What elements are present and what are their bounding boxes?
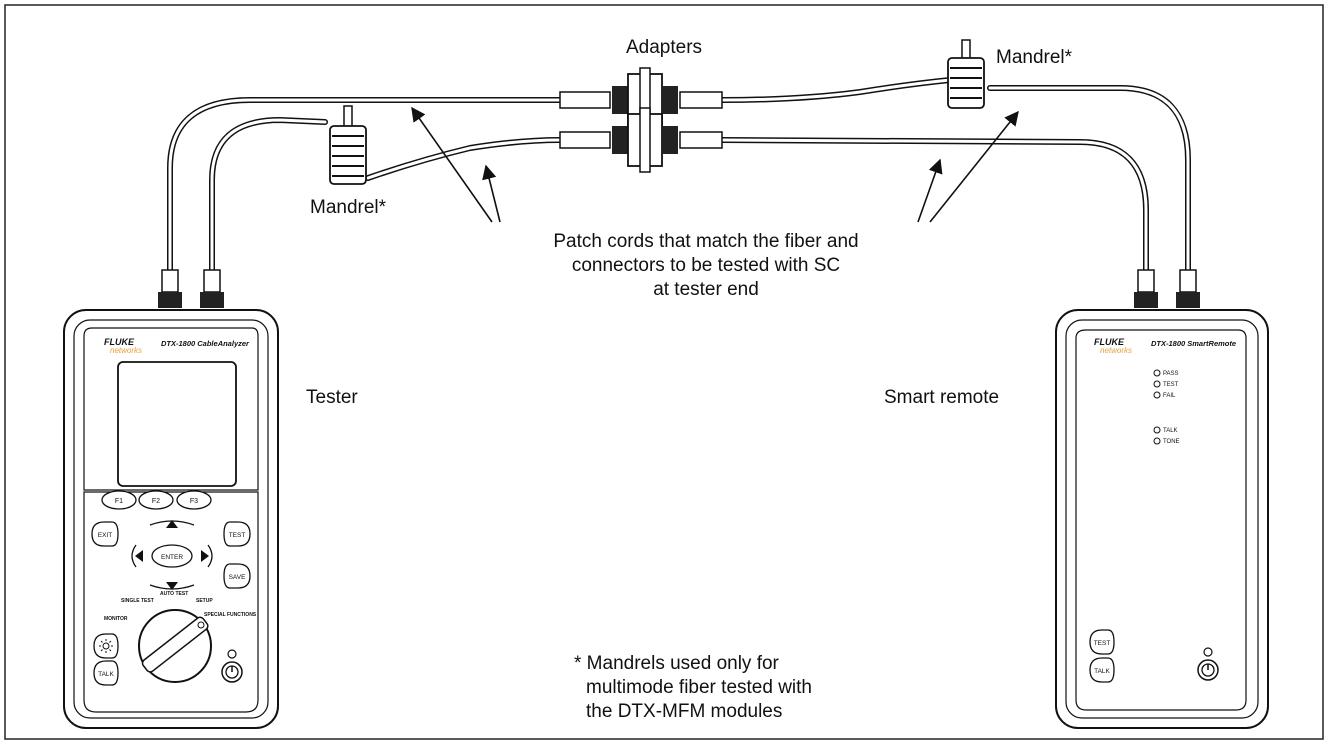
remote-connectors xyxy=(1134,269,1200,308)
save-key-label: SAVE xyxy=(229,574,247,581)
led-tone: TONE xyxy=(1153,437,1180,445)
patch-cords-caption: Patch cords that match the fiber and con… xyxy=(506,230,906,302)
tester-talk-key[interactable]: TALK xyxy=(93,660,119,686)
footnote-line-2: multimode fiber tested with xyxy=(586,677,812,698)
led-talk-label: TALK xyxy=(1163,428,1178,434)
dial-single-test-label: SINGLE TEST xyxy=(121,598,154,604)
f1-key-label: F1 xyxy=(115,498,123,505)
tester-connectors xyxy=(158,269,224,308)
pointer-arrows xyxy=(411,106,1019,223)
remote-device: FLUKE networks DTX-1800 SmartRemote PASS… xyxy=(1055,309,1269,729)
led-test: TEST xyxy=(1153,380,1179,388)
tester-brand: FLUKE xyxy=(104,337,135,347)
f2-key[interactable]: F2 xyxy=(138,490,174,510)
remote-brand: FLUKE xyxy=(1094,337,1125,347)
arrow-down-icon[interactable] xyxy=(166,582,178,590)
tester-label: Tester xyxy=(306,387,358,408)
arrow-right-icon[interactable] xyxy=(201,550,209,562)
patch-cords-line-3: at tester end xyxy=(653,279,759,300)
mandrel-left xyxy=(329,105,367,185)
exit-key-label: EXIT xyxy=(98,532,112,539)
remote-model: DTX-1800 SmartRemote xyxy=(1151,339,1236,348)
tester-power-led xyxy=(227,649,237,659)
adapter-bottom xyxy=(559,107,723,173)
f3-key[interactable]: F3 xyxy=(176,490,212,510)
fiber-cables xyxy=(167,77,1191,295)
rotary-dial[interactable] xyxy=(138,609,212,683)
remote-test-key[interactable]: TEST xyxy=(1089,629,1115,655)
footnote-line-1: * Mandrels used only for xyxy=(574,653,779,674)
arrow-up-icon[interactable] xyxy=(166,520,178,528)
enter-key[interactable]: ENTER xyxy=(151,544,193,568)
remote-power-button[interactable] xyxy=(1197,659,1219,681)
led-talk: TALK xyxy=(1153,426,1178,434)
dial-special-functions-label: SPECIAL FUNCTIONS xyxy=(204,612,257,618)
dial-monitor-label: MONITOR xyxy=(104,616,128,622)
exit-key[interactable]: EXIT xyxy=(91,521,119,547)
mandrel-right-label: Mandrel* xyxy=(996,47,1073,68)
led-test-label: TEST xyxy=(1163,382,1179,388)
save-key[interactable]: SAVE xyxy=(223,563,251,589)
footnote: * Mandrels used only for multimode fiber… xyxy=(574,652,812,724)
arrow-to-top-left-cord xyxy=(411,106,493,223)
tester-test-key[interactable]: TEST xyxy=(223,521,251,547)
adapters-label: Adapters xyxy=(626,37,703,58)
arrow-to-bottom-right-cord xyxy=(917,158,943,223)
remote-talk-key-label: TALK xyxy=(1094,668,1110,675)
arrow-left-icon[interactable] xyxy=(135,550,143,562)
patch-cords-line-1: Patch cords that match the fiber and xyxy=(553,231,859,252)
arrow-to-bottom-left-cord xyxy=(482,164,501,223)
f3-key-label: F3 xyxy=(190,498,198,505)
remote-power-led xyxy=(1203,647,1213,657)
arrow-to-top-right-cord xyxy=(929,110,1019,223)
tester-power-button[interactable] xyxy=(221,661,243,683)
backlight-sun-icon xyxy=(99,639,113,653)
patch-cords-line-2: connectors to be tested with SC xyxy=(571,255,841,276)
backlight-key[interactable] xyxy=(93,633,119,659)
tester-device: FLUKE networks DTX-1800 CableAnalyzer F1… xyxy=(63,309,279,729)
led-fail: FAIL xyxy=(1153,391,1176,399)
remote-brand-sub: networks xyxy=(1100,346,1132,355)
f1-key[interactable]: F1 xyxy=(101,490,137,510)
f2-key-label: F2 xyxy=(152,498,160,505)
led-fail-label: FAIL xyxy=(1163,393,1176,399)
tester-brand-sub: networks xyxy=(110,346,142,355)
smart-remote-label: Smart remote xyxy=(884,387,1000,408)
dial-setup-label: SETUP xyxy=(196,598,213,604)
mandrel-right xyxy=(947,39,985,109)
footnote-line-3: the DTX-MFM modules xyxy=(586,701,783,722)
tester-test-key-label: TEST xyxy=(229,532,246,539)
remote-talk-key[interactable]: TALK xyxy=(1089,657,1115,683)
led-pass-label: PASS xyxy=(1163,371,1179,377)
tester-model: DTX-1800 CableAnalyzer xyxy=(161,339,250,348)
led-tone-label: TONE xyxy=(1163,439,1180,445)
led-pass: PASS xyxy=(1153,369,1179,377)
arrow-pad[interactable] xyxy=(131,520,213,590)
enter-key-label: ENTER xyxy=(161,554,183,561)
mandrel-left-label: Mandrel* xyxy=(310,197,387,218)
dial-auto-test-label: AUTO TEST xyxy=(160,591,188,597)
tester-talk-key-label: TALK xyxy=(98,671,114,678)
remote-test-key-label: TEST xyxy=(1094,640,1111,647)
tester-screen xyxy=(117,361,237,487)
